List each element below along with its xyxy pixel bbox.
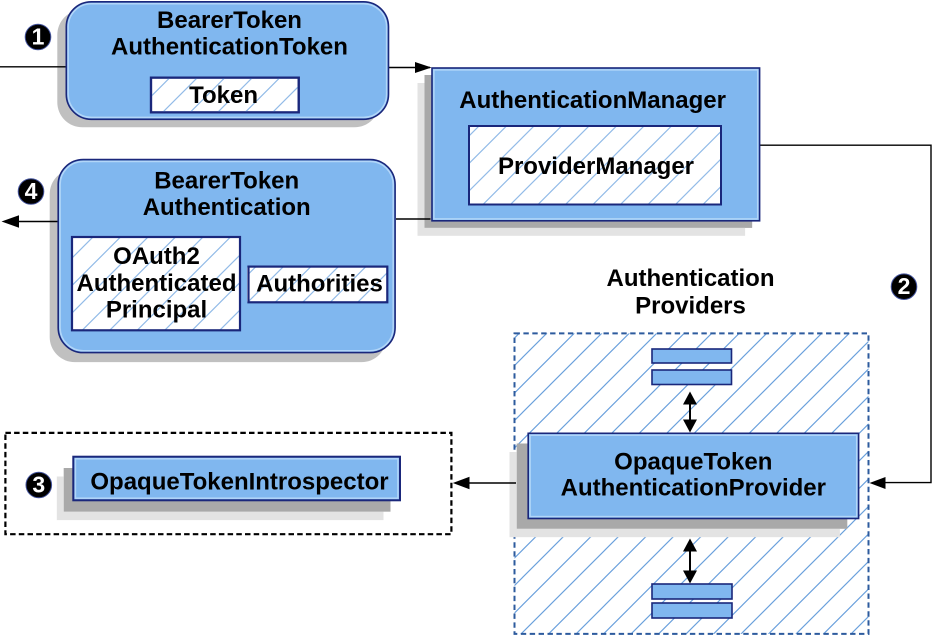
svg-text:OAuth2: OAuth2 [113, 243, 200, 270]
svg-text:ProviderManager: ProviderManager [498, 153, 694, 180]
svg-text:1: 1 [32, 24, 45, 50]
svg-text:2: 2 [898, 273, 911, 299]
svg-text:BearerToken: BearerToken [157, 7, 302, 34]
svg-text:AuthenticationToken: AuthenticationToken [111, 33, 348, 60]
svg-text:Authentication: Authentication [607, 265, 775, 292]
svg-text:4: 4 [25, 178, 38, 204]
svg-text:3: 3 [32, 472, 45, 498]
svg-text:OpaqueToken: OpaqueToken [614, 448, 772, 475]
svg-text:Token: Token [189, 82, 258, 109]
svg-text:Authentication: Authentication [143, 194, 311, 221]
svg-text:Authenticated: Authenticated [76, 270, 236, 297]
svg-text:Authorities: Authorities [256, 270, 383, 297]
svg-text:Principal: Principal [106, 297, 207, 324]
svg-text:Providers: Providers [635, 292, 746, 319]
svg-text:AuthenticationProvider: AuthenticationProvider [561, 475, 826, 502]
svg-text:BearerToken: BearerToken [154, 168, 299, 195]
svg-text:OpaqueTokenIntrospector: OpaqueTokenIntrospector [90, 469, 388, 496]
svg-text:AuthenticationManager: AuthenticationManager [459, 87, 726, 114]
